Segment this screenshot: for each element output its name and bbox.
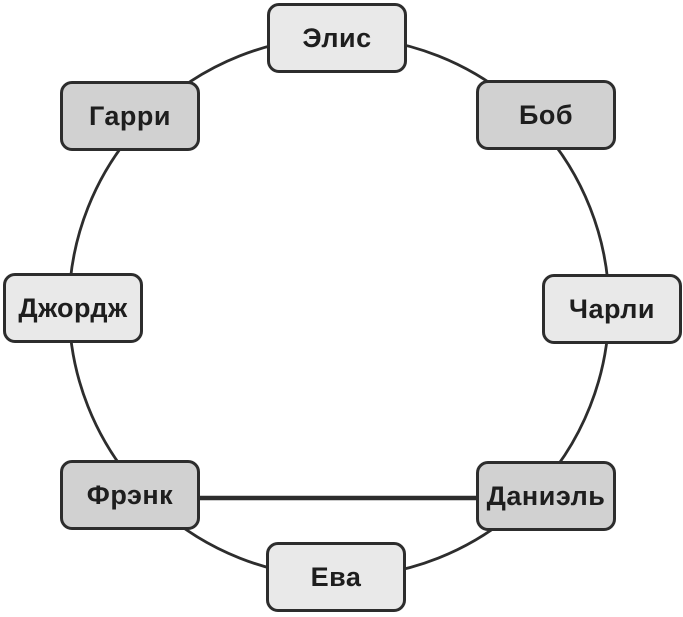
node-george-label: Джордж — [18, 292, 128, 323]
node-daniel-label: Даниэль — [486, 480, 606, 511]
node-eva: Ева — [266, 542, 406, 612]
node-frank: Фрэнк — [60, 460, 200, 530]
node-alice-label: Элис — [302, 22, 372, 53]
node-harry: Гарри — [60, 81, 200, 151]
node-eva-label: Ева — [310, 561, 362, 592]
node-bob-label: Боб — [518, 99, 574, 130]
node-frank-label: Фрэнк — [86, 479, 174, 510]
node-daniel: Даниэль — [476, 461, 616, 531]
node-charlie: Чарли — [542, 274, 682, 344]
node-charlie-label: Чарли — [568, 293, 656, 324]
node-harry-label: Гарри — [88, 100, 172, 131]
node-bob: Боб — [476, 80, 616, 150]
node-george: Джордж — [3, 273, 143, 343]
node-alice: Элис — [267, 3, 407, 73]
